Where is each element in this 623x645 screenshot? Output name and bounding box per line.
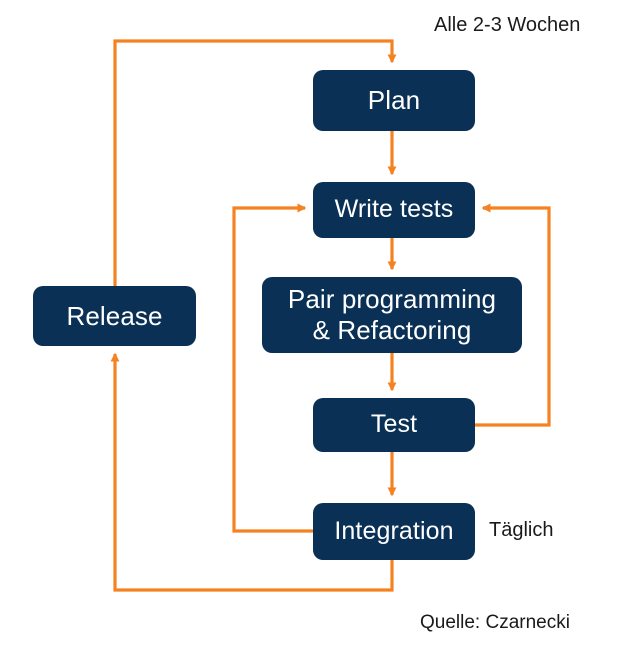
edge-integration-to-write-tests-loop xyxy=(232,203,313,533)
edge-release-to-plan xyxy=(113,39,397,286)
node-integration-label: Integration xyxy=(334,516,454,545)
node-write-tests[interactable]: Write tests xyxy=(313,182,475,238)
node-plan[interactable]: Plan xyxy=(313,70,475,131)
node-test-label: Test xyxy=(370,410,418,439)
node-pair-programming-label: Pair programming & Refactoring xyxy=(288,284,496,345)
node-release-label: Release xyxy=(66,300,163,331)
node-integration[interactable]: Integration xyxy=(313,503,475,560)
caption-daily-interval: Täglich xyxy=(489,519,554,541)
node-pair-programming-line1: Pair programming xyxy=(287,284,497,315)
node-write-tests-label: Write tests xyxy=(334,195,454,224)
edge-test-to-write-tests-loop xyxy=(475,203,551,427)
node-pair-programming[interactable]: Pair programming & Refactoring xyxy=(262,277,522,353)
node-plan-label: Plan xyxy=(367,85,421,116)
node-pair-programming-line2: & Refactoring xyxy=(312,315,472,345)
caption-source: Quelle: Czarnecki xyxy=(420,612,570,633)
node-test[interactable]: Test xyxy=(313,398,475,452)
node-release[interactable]: Release xyxy=(33,286,196,346)
caption-cycle-interval: Alle 2-3 Wochen xyxy=(434,14,581,36)
edge-integration-to-release xyxy=(110,352,394,592)
